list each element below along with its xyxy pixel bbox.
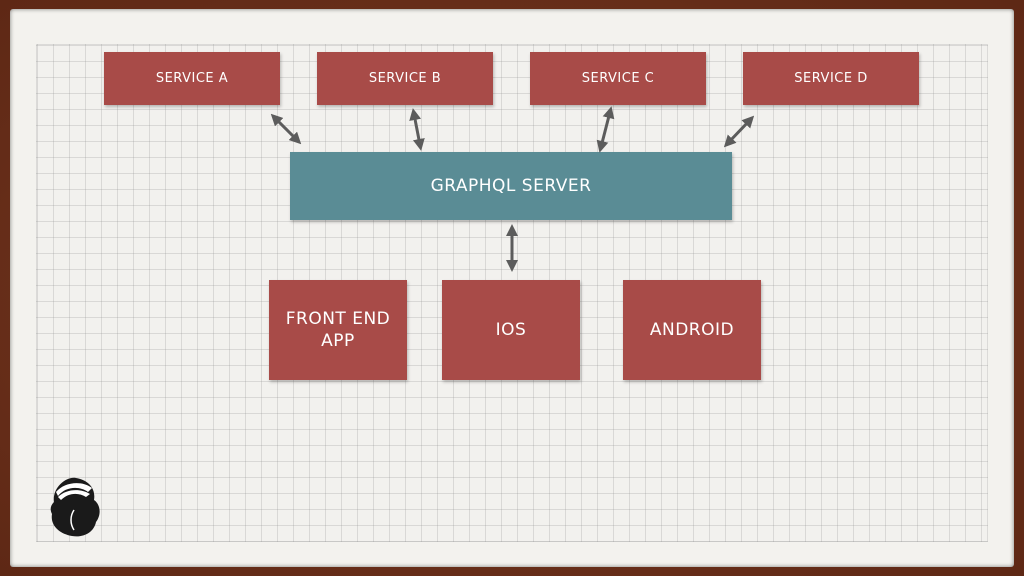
- service-b-box: SERVICE B: [317, 52, 493, 105]
- service-d-box: SERVICE D: [743, 52, 919, 105]
- graphql-server-box: GRAPHQL SERVER: [290, 152, 732, 220]
- ios-box: IOS: [442, 280, 580, 380]
- service-a-box: SERVICE A: [104, 52, 280, 105]
- grid-background: [36, 44, 988, 542]
- android-box: ANDROID: [623, 280, 761, 380]
- badger-icon: [50, 477, 100, 537]
- front-end-app-box: FRONT END APP: [269, 280, 407, 380]
- service-c-box: SERVICE C: [530, 52, 706, 105]
